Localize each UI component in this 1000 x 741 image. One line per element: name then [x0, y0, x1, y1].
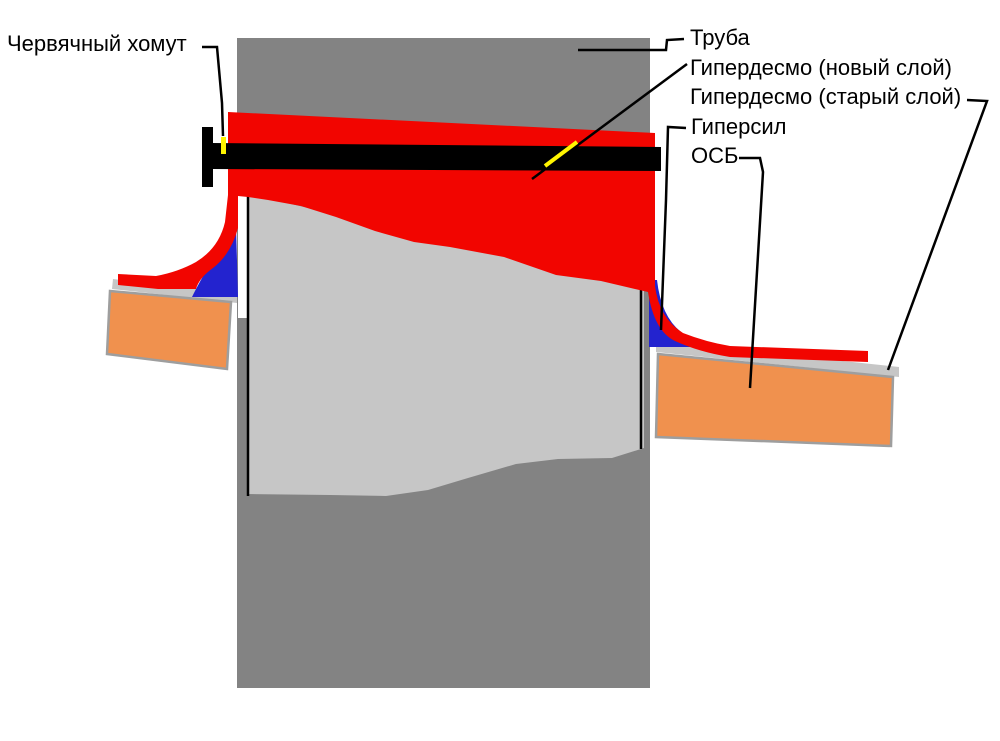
- leader-hyperdesmo-new: [531, 62, 688, 181]
- new-membrane-shape: [118, 112, 868, 362]
- leader-hyperdesmo-old: [886, 98, 989, 371]
- label-worm-clamp: Червячный хомут: [7, 31, 187, 56]
- label-hyperdesmo-old: Гипердесмо (старый слой): [690, 84, 962, 109]
- worm-clamp-screw: [202, 127, 213, 187]
- hole-gap-left: [238, 196, 248, 318]
- label-osb: ОСБ: [691, 143, 739, 168]
- clamp-highlight-tick: [221, 137, 226, 154]
- label-hypersil: Гиперсил: [691, 114, 787, 139]
- osb-board-right: [654, 352, 895, 448]
- leader-osb: [739, 156, 765, 389]
- osb-board-left: [105, 289, 233, 371]
- leader-highlight-segment: [543, 140, 579, 168]
- label-hyperdesmo-new: Гипердесмо (новый слой): [690, 55, 952, 80]
- label-pipe: Труба: [690, 25, 750, 50]
- worm-clamp-band: [212, 143, 661, 171]
- leader-worm-clamp: [202, 45, 225, 137]
- leader-pipe: [578, 37, 685, 52]
- leader-hypersil: [659, 125, 687, 331]
